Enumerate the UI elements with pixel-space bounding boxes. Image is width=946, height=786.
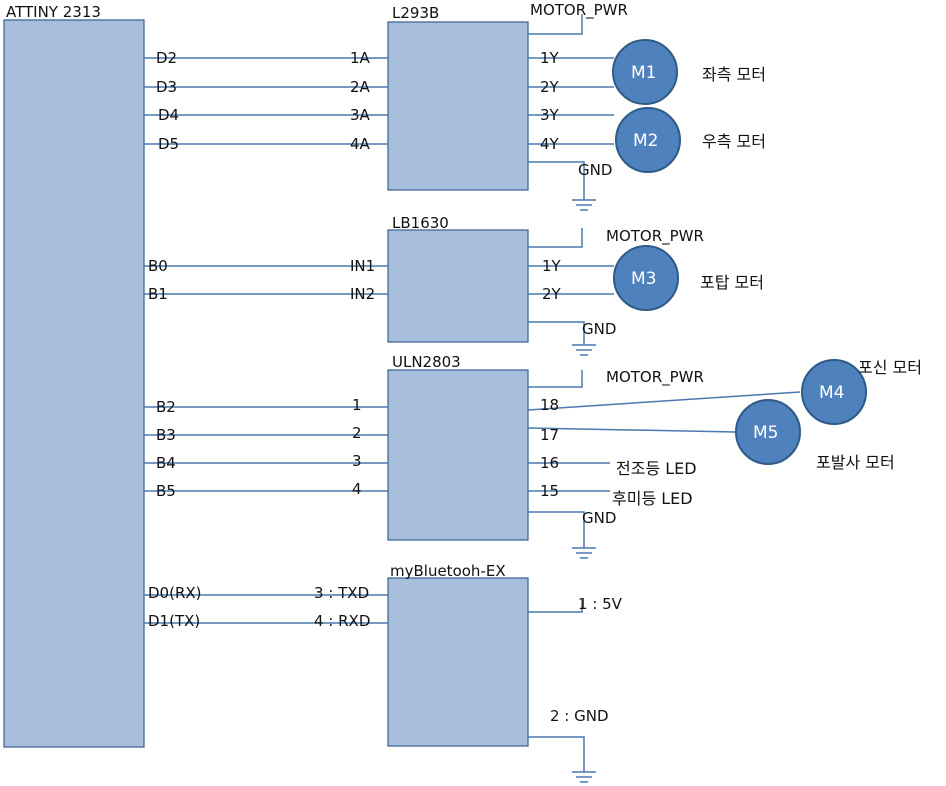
lb1630-gnd-wire	[528, 321, 585, 345]
motor-m1	[612, 39, 678, 105]
bluetooth-block	[387, 577, 529, 747]
motor-m5-label: M5	[753, 423, 778, 443]
lb1630-block	[387, 229, 529, 343]
pin-b5: B5	[156, 482, 176, 500]
bt-5v-wire	[528, 600, 583, 613]
motor-m4	[801, 359, 867, 425]
motor-m2-desc: 우측 모터	[702, 132, 766, 151]
uln-power-label: MOTOR_PWR	[606, 368, 704, 387]
uln-in-3: 3	[352, 452, 362, 470]
motor-m1-label: M1	[631, 63, 656, 83]
l293b-out-3y: 3Y	[540, 106, 560, 124]
pin-d1: D1(TX)	[148, 612, 200, 630]
l293b-in-2a: 2A	[350, 78, 371, 96]
l293b-power-wire	[528, 14, 583, 35]
led-headlight: 전조등 LED	[616, 459, 697, 478]
mcu-label: ATTINY 2313	[6, 3, 101, 21]
lb1630-label: LB1630	[392, 214, 449, 232]
l293b-power-label: MOTOR_PWR	[530, 1, 628, 20]
motor-m4-desc: 포신 모터	[858, 358, 922, 377]
pin-b2: B2	[156, 398, 176, 416]
l293b-in-1a: 1A	[350, 49, 371, 67]
l293b-out-2y: 2Y	[540, 78, 560, 96]
motor-m1-desc: 좌측 모터	[702, 65, 766, 84]
uln-in-2: 2	[352, 424, 362, 442]
wire-17	[527, 427, 737, 433]
motor-m5-desc: 포발사 모터	[816, 453, 895, 472]
bt-gnd-wire	[528, 736, 585, 772]
motor-m2	[615, 107, 681, 173]
l293b-gnd-wire	[528, 161, 585, 200]
pin-b0: B0	[148, 257, 168, 275]
lb1630-in2: IN2	[350, 285, 375, 303]
wire-18	[527, 391, 801, 411]
uln-in-1: 1	[352, 396, 362, 414]
l293b-block	[387, 21, 529, 191]
bluetooth-label: myBluetooh-EX	[390, 562, 506, 580]
motor-m5	[735, 399, 801, 465]
pin-d4: D4	[158, 106, 179, 124]
pin-b4: B4	[156, 454, 176, 472]
pin-d3: D3	[156, 78, 177, 96]
mcu-block	[3, 19, 145, 748]
motor-m2-label: M2	[633, 131, 658, 151]
l293b-in-3a: 3A	[350, 106, 371, 124]
uln2803-label: ULN2803	[392, 353, 461, 371]
lb1630-out-2y: 2Y	[542, 285, 562, 303]
motor-m3-desc: 포탑 모터	[700, 273, 764, 292]
bt-gnd-label: 2 : GND	[550, 707, 609, 725]
motor-m4-label: M4	[819, 383, 844, 403]
lb1630-power-wire	[528, 228, 583, 248]
pin-b1: B1	[148, 285, 168, 303]
uln2803-block	[387, 369, 529, 541]
pin-d2: D2	[156, 49, 177, 67]
motor-m3	[613, 245, 679, 311]
uln-gnd-wire	[528, 511, 585, 548]
l293b-label: L293B	[392, 4, 439, 22]
l293b-gnd-label: GND	[578, 161, 612, 179]
bt-in-txd: 3 : TXD	[314, 584, 369, 602]
led-taillight: 후미등 LED	[612, 489, 693, 508]
pin-b3: B3	[156, 426, 176, 444]
pin-d0: D0(RX)	[148, 584, 202, 602]
uln-in-4: 4	[352, 480, 362, 498]
motor-m3-label: M3	[631, 269, 656, 289]
l293b-out-4y: 4Y	[540, 135, 560, 153]
bt-5v-label: 1 : 5V	[578, 595, 623, 613]
uln-out-17: 17	[540, 426, 559, 444]
uln-gnd-label: GND	[582, 509, 616, 527]
uln-out-15: 15	[540, 482, 559, 500]
lb1630-gnd-label: GND	[582, 320, 616, 338]
l293b-out-1y: 1Y	[540, 49, 560, 67]
bt-in-rxd: 4 : RXD	[314, 612, 370, 630]
uln-out-16: 16	[540, 454, 559, 472]
lb1630-in1: IN1	[350, 257, 375, 275]
pin-d5: D5	[158, 135, 179, 153]
lb1630-power-label: MOTOR_PWR	[606, 227, 704, 246]
l293b-in-4a: 4A	[350, 135, 371, 153]
lb1630-out-1y: 1Y	[542, 257, 562, 275]
uln-out-18: 18	[540, 396, 559, 414]
uln-power-wire	[528, 370, 583, 388]
